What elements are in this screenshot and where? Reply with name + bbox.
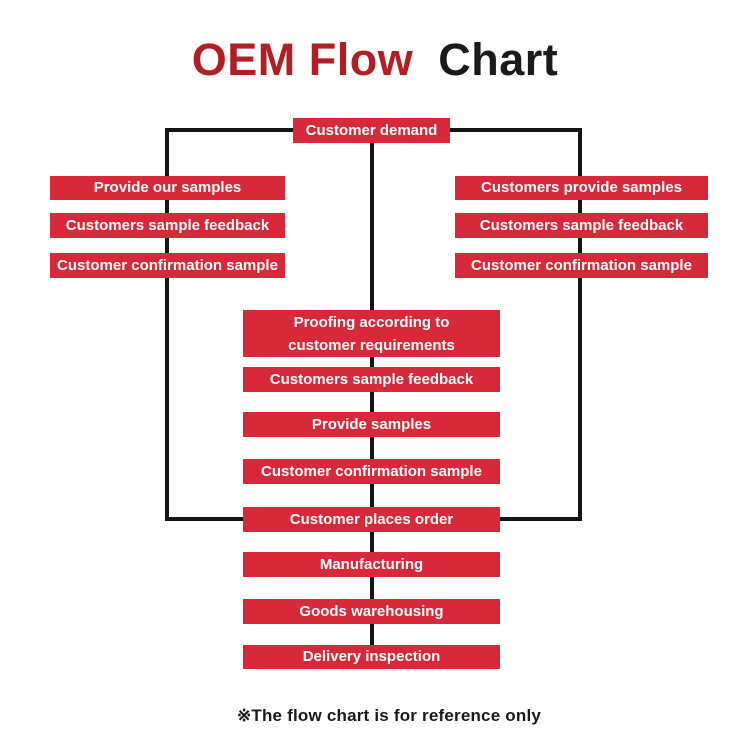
flow-box-left-customers-sample-feedback: Customers sample feedback — [50, 213, 285, 238]
flow-box-label: Provide samples — [311, 415, 432, 433]
flow-box-right-customer-confirmation-sample: Customer confirmation sample — [455, 253, 708, 278]
connector-vertical-right — [578, 128, 582, 521]
flow-box-label: Delivery inspection — [302, 648, 441, 665]
connector-bottom-right-merge — [498, 517, 582, 521]
flow-box-label: Provide our samples — [93, 179, 242, 196]
page-title-rest: Chart — [438, 34, 559, 85]
flow-box-center-customer-confirmation-sample: Customer confirmation sample — [243, 459, 500, 484]
connector-vertical-center — [370, 141, 374, 647]
flow-box-customer-places-order: Customer places order — [243, 507, 500, 532]
flow-box-right-customers-sample-feedback: Customers sample feedback — [455, 213, 708, 238]
flow-box-label: Customer confirmation sample — [471, 256, 692, 274]
flow-box-label: Manufacturing — [319, 555, 424, 573]
flow-box-label: Customers provide samples — [481, 179, 682, 196]
flow-box-manufacturing: Manufacturing — [243, 552, 500, 577]
flow-box-left-customer-confirmation-sample: Customer confirmation sample — [50, 253, 285, 278]
connector-vertical-left — [165, 128, 169, 521]
connector-top-left-branch — [165, 128, 295, 132]
flow-box-label: Customers sample feedback — [479, 216, 684, 234]
flow-box-label: Customer confirmation sample — [57, 256, 278, 274]
flow-box-label: Customers sample feedback — [269, 370, 474, 388]
flow-box-proofing-according-to-customer-requirements: Proofing according to customer requireme… — [243, 310, 500, 357]
flow-box-label: Customer confirmation sample — [261, 462, 482, 480]
flow-box-customers-provide-samples: Customers provide samples — [455, 176, 708, 200]
flow-box-goods-warehousing: Goods warehousing — [243, 599, 500, 624]
flow-box-center-customers-sample-feedback: Customers sample feedback — [243, 367, 500, 392]
flow-box-delivery-inspection: Delivery inspection — [243, 645, 500, 669]
connector-top-right-branch — [448, 128, 582, 132]
flow-box-label: Customer demand — [305, 121, 438, 139]
flow-box-label: Customer places order — [289, 510, 454, 528]
flow-box-label: Customers sample feedback — [65, 216, 270, 234]
flow-box-provide-our-samples: Provide our samples — [50, 176, 285, 200]
flow-box-customer-demand: Customer demand — [293, 118, 450, 143]
reference-note: ※The flow chart is for reference only — [236, 706, 542, 725]
page-title-highlight: OEM Flow — [191, 34, 414, 85]
flow-box-label: Goods warehousing — [299, 602, 444, 620]
connector-bottom-left-merge — [165, 517, 245, 521]
flow-box-provide-samples: Provide samples — [243, 412, 500, 437]
flow-box-label: Proofing according to customer requireme… — [288, 313, 455, 354]
page-title: OEM Flow Chart — [0, 34, 750, 86]
